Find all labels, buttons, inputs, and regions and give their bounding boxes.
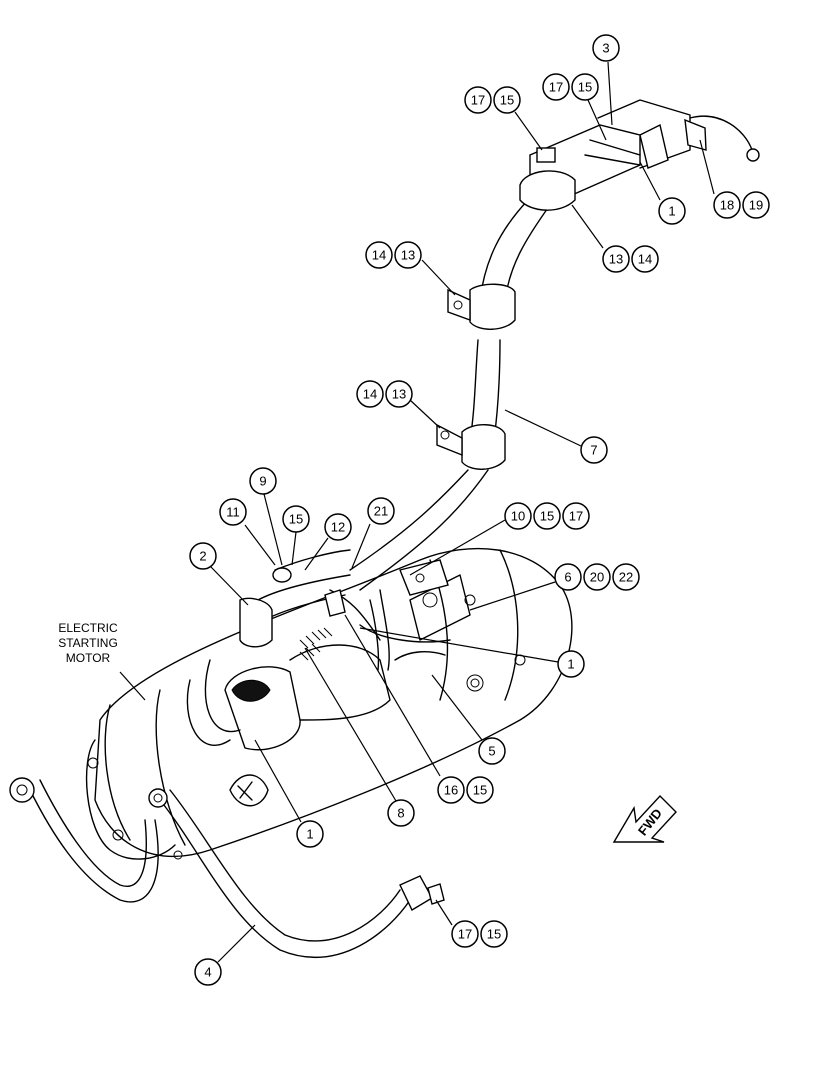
callout-16: 16 [437, 776, 465, 804]
cable-harness-drawing [9, 99, 760, 958]
callout-15-e: 15 [466, 776, 494, 804]
svg-text:7: 7 [590, 443, 597, 458]
svg-text:15: 15 [578, 80, 592, 95]
callout-13-c: 13 [385, 380, 413, 408]
svg-text:14: 14 [638, 252, 652, 267]
svg-text:19: 19 [749, 198, 763, 213]
callout-18: 18 [713, 191, 741, 219]
svg-text:15: 15 [473, 783, 487, 798]
callout-15-d: 15 [533, 502, 561, 530]
caption-line-2: STARTING [58, 636, 118, 650]
svg-text:6: 6 [564, 570, 571, 585]
svg-text:17: 17 [549, 80, 563, 95]
callout-13-a: 13 [602, 245, 630, 273]
callout-12: 12 [324, 513, 352, 541]
svg-text:22: 22 [619, 570, 633, 585]
caption-line-1: ELECTRIC [58, 621, 118, 635]
callout-14-b: 14 [365, 241, 393, 269]
callouts: 3 17 15 17 15 1 18 19 13 14 14 13 14 13 … [189, 34, 770, 986]
svg-text:18: 18 [720, 198, 734, 213]
svg-text:17: 17 [458, 927, 472, 942]
svg-text:16: 16 [444, 783, 458, 798]
svg-text:10: 10 [511, 509, 525, 524]
callout-19: 19 [742, 191, 770, 219]
svg-text:21: 21 [374, 504, 388, 519]
callout-2: 2 [189, 542, 217, 570]
svg-text:15: 15 [487, 927, 501, 942]
svg-text:8: 8 [397, 806, 404, 821]
forward-arrow-icon: FWD [612, 794, 677, 843]
svg-text:13: 13 [609, 252, 623, 267]
callout-17-c: 17 [562, 502, 590, 530]
callout-11: 11 [219, 498, 247, 526]
callout-14-a: 14 [631, 245, 659, 273]
svg-text:11: 11 [226, 505, 240, 520]
callout-17-d: 17 [451, 920, 479, 948]
svg-text:12: 12 [331, 520, 345, 535]
electric-starting-motor-caption: ELECTRIC STARTING MOTOR [58, 621, 146, 701]
callout-17-b: 17 [542, 73, 570, 101]
callout-22: 22 [612, 563, 640, 591]
callout-15-b: 15 [571, 73, 599, 101]
callout-15-f: 15 [480, 920, 508, 948]
callout-3: 3 [592, 34, 620, 62]
callout-7: 7 [580, 436, 608, 464]
svg-text:4: 4 [204, 965, 211, 980]
svg-text:20: 20 [590, 570, 604, 585]
callout-10: 10 [504, 502, 532, 530]
callout-9: 9 [249, 467, 277, 495]
starting-motor-drawing [85, 547, 573, 860]
callout-8: 8 [387, 799, 415, 827]
svg-text:17: 17 [471, 93, 485, 108]
svg-text:1: 1 [567, 657, 574, 672]
caption-line-3: MOTOR [66, 651, 111, 665]
callout-4: 4 [194, 958, 222, 986]
callout-6: 6 [554, 563, 582, 591]
callout-17-a: 17 [464, 86, 492, 114]
callout-5: 5 [478, 737, 506, 765]
svg-text:3: 3 [602, 41, 609, 56]
svg-text:2: 2 [199, 549, 206, 564]
callout-14-c: 14 [356, 380, 384, 408]
svg-text:1: 1 [306, 827, 313, 842]
svg-text:5: 5 [488, 744, 495, 759]
svg-text:15: 15 [289, 512, 303, 527]
svg-text:15: 15 [500, 93, 514, 108]
svg-text:13: 13 [392, 387, 406, 402]
svg-text:1: 1 [668, 204, 675, 219]
callout-21: 21 [367, 497, 395, 525]
svg-text:15: 15 [540, 509, 554, 524]
svg-text:14: 14 [372, 248, 386, 263]
callout-15-a: 15 [493, 86, 521, 114]
callout-1-c: 1 [296, 820, 324, 848]
svg-text:17: 17 [569, 509, 583, 524]
callout-13-b: 13 [394, 241, 422, 269]
callout-1-b: 1 [557, 650, 585, 678]
callout-20: 20 [583, 563, 611, 591]
svg-text:13: 13 [401, 248, 415, 263]
callout-1-a: 1 [658, 197, 686, 225]
svg-text:9: 9 [259, 474, 266, 489]
callout-15-c: 15 [282, 505, 310, 533]
svg-text:14: 14 [363, 387, 377, 402]
